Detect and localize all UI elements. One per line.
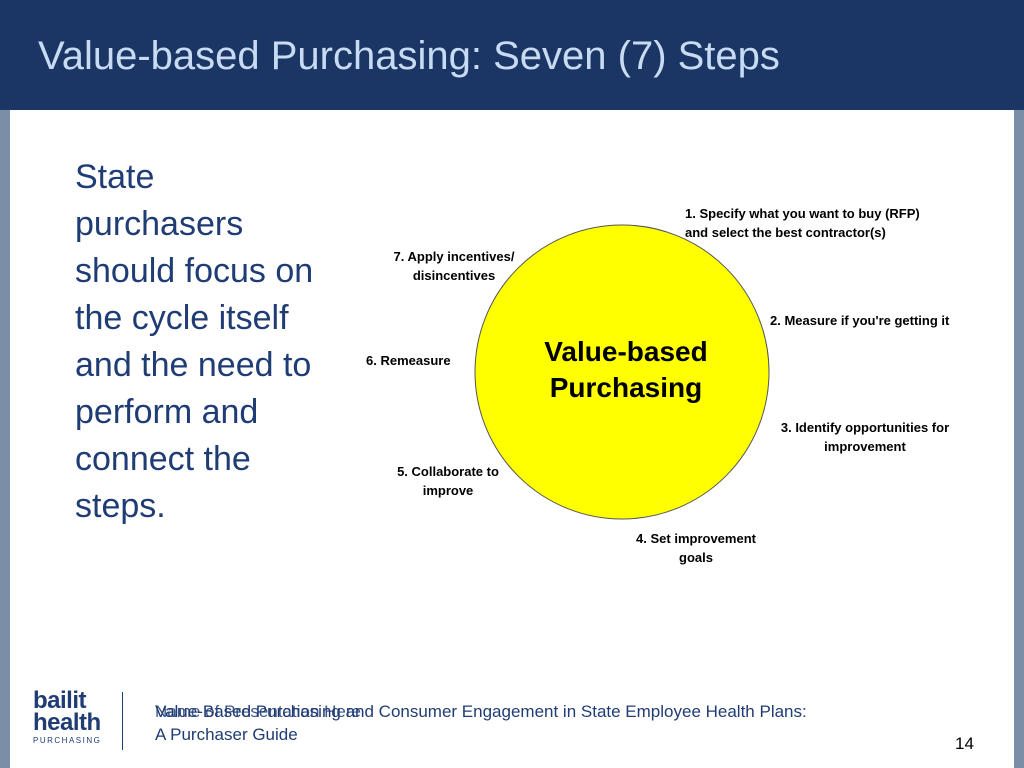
step-2-line1: 2. Measure if you're getting it <box>770 313 950 328</box>
cycle-circle <box>474 224 770 520</box>
logo-text-line2: health <box>33 709 101 736</box>
step-4-line2: goals <box>679 550 713 565</box>
step-3-line2: improvement <box>824 439 906 454</box>
footer-text-line1: Value-Based Purchasing and Consumer Enga… <box>155 702 807 721</box>
center-label: Value-based Purchasing <box>496 334 756 406</box>
step-3-line1: 3. Identify opportunities for <box>780 420 950 435</box>
footer-placeholder: Name of Presentation Here <box>155 702 361 721</box>
header-bar <box>0 0 1024 110</box>
page-number: 14 <box>955 734 974 753</box>
step-7-label: 7. Apply incentives/ disincentives <box>380 247 528 285</box>
step-1-line2: and select the best contractor(s) <box>685 225 886 240</box>
step-5-line2: improve <box>422 483 474 498</box>
step-6-label: 6. Remeasure <box>366 351 451 370</box>
body-text: State purchasers should focus on the cyc… <box>75 158 314 525</box>
step-2-label: 2. Measure if you're getting it <box>770 311 949 330</box>
step-5-line1: 5. Collaborate to <box>397 464 499 479</box>
footer-text: Value-Based Purchasing and Consumer Enga… <box>155 700 807 746</box>
step-5-label: 5. Collaborate to improve <box>384 462 512 500</box>
footer-text-line2: A Purchaser Guide <box>155 725 298 744</box>
step-4-label: 4. Set improvement goals <box>620 529 772 567</box>
step-6-line1: 6. Remeasure <box>366 353 451 368</box>
logo-subtext: PURCHASING <box>33 736 102 745</box>
right-frame-border <box>1014 110 1024 768</box>
slide-title: Value-based Purchasing: Seven (7) Steps <box>38 34 780 78</box>
bailit-health-logo: bailit health PURCHASING <box>33 687 113 752</box>
step-1-label: 1. Specify what you want to buy (RFP) an… <box>685 204 920 242</box>
step-7-line1: 7. Apply incentives/ <box>393 249 515 264</box>
center-label-line2: Purchasing <box>549 372 703 403</box>
step-1-line1: 1. Specify what you want to buy (RFP) <box>685 206 920 221</box>
center-label-line1: Value-based <box>544 336 708 367</box>
step-7-line2: disincentives <box>412 268 496 283</box>
step-3-label: 3. Identify opportunities for improvemen… <box>762 418 968 456</box>
logo-divider <box>122 692 123 750</box>
step-4-line1: 4. Set improvement <box>636 531 756 546</box>
left-frame-border <box>0 110 10 768</box>
logo-text-line1: bailit <box>33 687 87 714</box>
